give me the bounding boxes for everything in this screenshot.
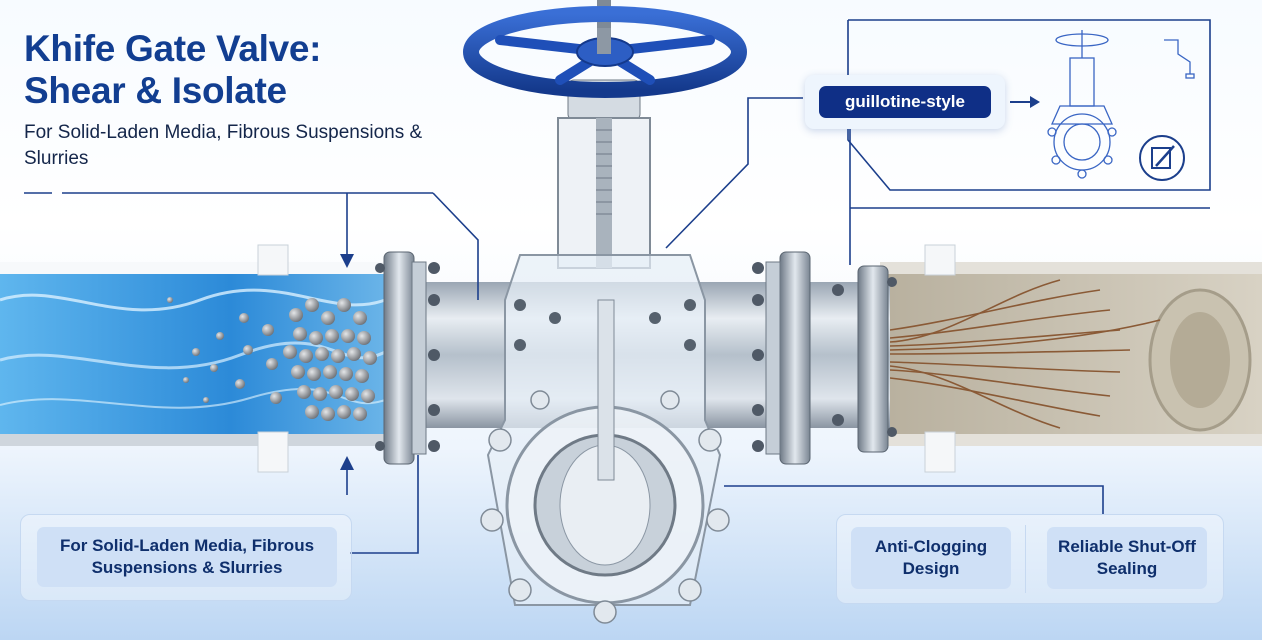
right-flange [752, 251, 897, 465]
guillotine-callout: guillotine-style [805, 75, 1005, 129]
page-subtitle: For Solid-Laden Media, Fibrous Suspensio… [24, 122, 423, 169]
connector-lines [24, 19, 1211, 554]
handwheel [463, 6, 747, 98]
edit-square-icon [1139, 135, 1185, 181]
feature-shutoff-sealing: Reliable Shut-Off Sealing [1047, 527, 1207, 589]
media-info-box: For Solid-Laden Media, Fibrous Suspensio… [20, 514, 352, 601]
right-pipe-section [880, 244, 1262, 473]
fibrous-strands [889, 279, 1161, 429]
title-line-1: Khife Gate Valve: [24, 28, 322, 69]
up-arrow-icon [340, 456, 354, 470]
gravel-particles [167, 297, 377, 421]
valve-body-transparent [480, 254, 730, 624]
down-arrow-icon [340, 254, 354, 268]
media-info-label: For Solid-Laden Media, Fibrous Suspensio… [37, 527, 337, 587]
feature-divider [1025, 525, 1026, 593]
valve-stem [557, 0, 651, 269]
guillotine-style-label: guillotine-style [819, 86, 991, 118]
arrow-right-icon [1010, 96, 1040, 108]
feature-box: Anti-Clogging Design Reliable Shut-Off S… [836, 514, 1224, 604]
title-line-2: Shear & Isolate [24, 70, 287, 111]
feature-anti-clogging: Anti-Clogging Design [851, 527, 1011, 589]
page-title: Khife Gate Valve: Shear & Isolate [24, 28, 321, 112]
blueprint-valve-sketch [1047, 30, 1195, 179]
left-flange [375, 251, 440, 465]
